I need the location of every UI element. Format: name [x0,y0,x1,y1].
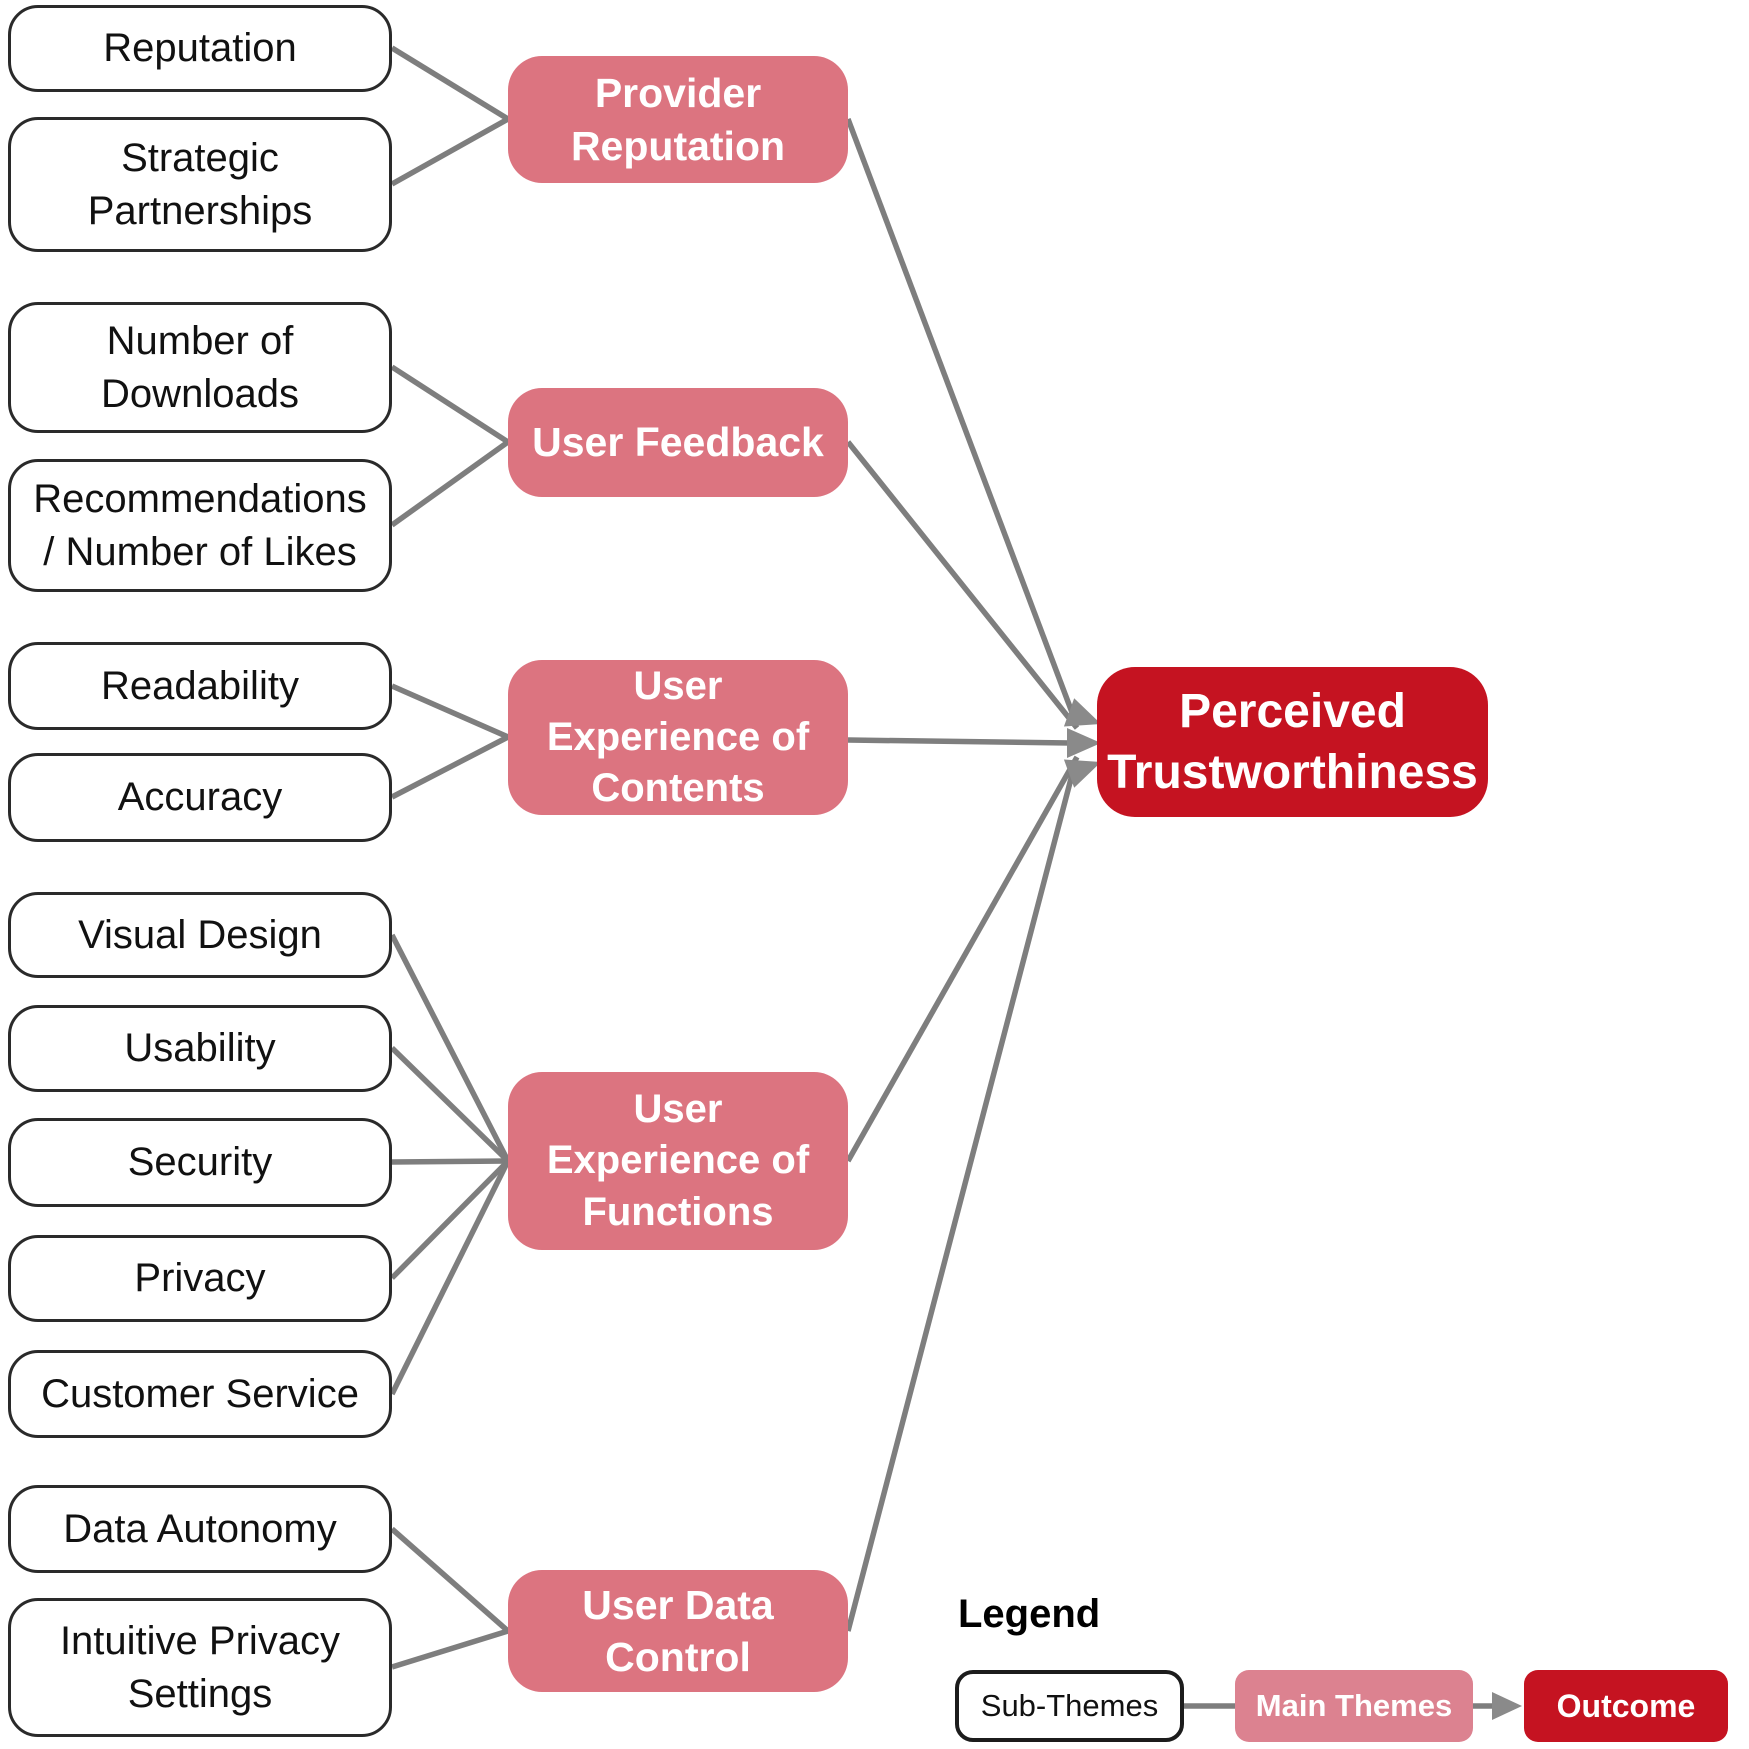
arrowhead-icon [1067,728,1101,758]
sub-theme-reputation: Reputation [8,5,392,92]
sub-theme-accuracy: Accuracy [8,753,392,842]
legend-outcome-box: Outcome [1524,1670,1728,1742]
connector-line [845,118,1076,716]
connector-line [390,116,510,187]
outcome-perceived-trustworthiness: Perceived Trustworthiness [1097,667,1488,817]
legend-main-themes-box: Main Themes [1235,1670,1473,1742]
connector-line [845,755,1080,1163]
connector-line [390,439,510,528]
sub-theme-intuitive-privacy-settings: Intuitive Privacy Settings [8,1598,392,1737]
sub-theme-strategic-partnerships: Strategic Partnerships [8,117,392,252]
main-theme-provider-reputation: Provider Reputation [508,56,848,183]
connector-line [390,734,510,800]
sub-theme-data-autonomy: Data Autonomy [8,1485,392,1573]
connector-line [389,1159,511,1396]
sub-theme-visual-design: Visual Design [8,892,392,978]
legend-arrowhead-icon [1492,1692,1522,1720]
connector-line [845,440,1080,730]
sub-theme-customer-service: Customer Service [8,1350,392,1438]
main-theme-user-experience-of-contents: User Experience of Contents [508,660,848,815]
connector-line [391,1158,509,1165]
arrowhead-icon [1063,759,1101,788]
main-theme-user-data-control: User Data Control [508,1570,848,1692]
connector-line [390,683,510,740]
main-theme-user-feedback: User Feedback [508,388,848,497]
main-theme-user-experience-of-functions: User Experience of Functions [508,1072,848,1250]
legend-sub-themes-box: Sub-Themes [955,1670,1184,1742]
connector-line [390,1526,510,1634]
sub-theme-readability: Readability [8,642,392,730]
arrowhead-icon [1063,698,1101,727]
connector-line [390,45,510,122]
sub-theme-usability: Usability [8,1005,392,1092]
sub-theme-security: Security [8,1118,392,1207]
sub-theme-number-of-downloads: Number of Downloads [8,302,392,433]
connector-line [391,1628,509,1670]
connector-line [389,933,511,1163]
connector-line [390,1159,510,1280]
connector-line [845,770,1076,1632]
connector-line [847,737,1071,746]
legend-title: Legend [958,1592,1101,1636]
sub-theme-recommendations-likes: Recommendations / Number of Likes [8,459,392,592]
connector-line [390,364,510,445]
sub-theme-privacy: Privacy [8,1235,392,1322]
connector-line [390,1046,510,1163]
